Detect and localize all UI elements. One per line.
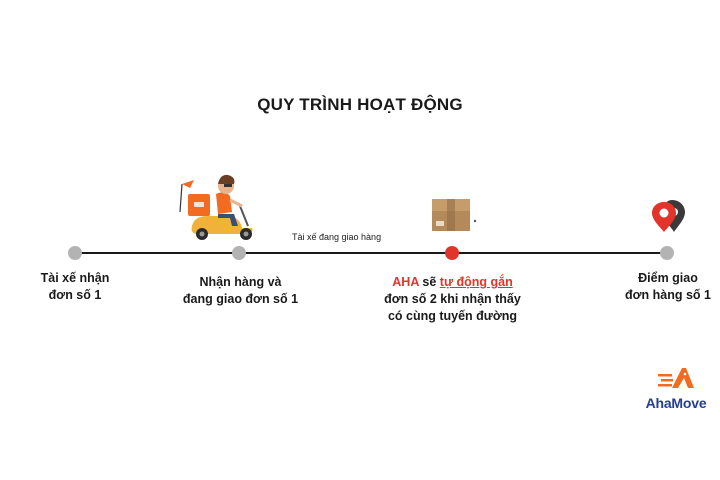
timeline-mid-label: Tài xế đang giao hàng — [292, 232, 382, 242]
step-2-label: Nhận hàng và đang giao đơn số 1 — [168, 274, 313, 308]
step-4-label: Điểm giao đơn hàng số 1 — [616, 270, 720, 304]
timeline-line — [75, 252, 667, 254]
timeline-node-2 — [232, 246, 246, 260]
step-1-line1: Tài xế nhận — [40, 271, 110, 285]
step-2-line2: đang giao đơn số 1 — [182, 292, 299, 306]
step-3-verb: sẽ — [422, 275, 437, 289]
ahamove-mascot-icon — [658, 368, 694, 388]
auto-attach-text: tự động gắn — [439, 275, 513, 289]
timeline-node-4 — [660, 246, 674, 260]
step-3-line2: đơn số 2 khi nhận thấy — [384, 292, 521, 306]
page-title: QUY TRÌNH HOẠT ĐỘNG — [257, 95, 463, 114]
step-3-line3: có cùng tuyến đường — [387, 309, 518, 323]
package-box-icon — [432, 199, 477, 231]
ahamove-logo: AhaMove — [636, 366, 716, 411]
timeline-node-3 — [445, 246, 459, 260]
aha-brand-text: AHA — [392, 275, 419, 289]
step-3-label: AHA sẽ tự động gắn đơn số 2 khi nhận thấ… — [370, 274, 535, 325]
step-1-label: Tài xế nhận đơn số 1 — [25, 270, 125, 304]
step-2-line1: Nhận hàng và — [199, 275, 282, 289]
delivery-scooter-icon — [179, 174, 253, 240]
step-4-line2: đơn hàng số 1 — [625, 288, 711, 302]
step-3-line1: AHA sẽ tự động gắn — [370, 274, 535, 291]
location-pin-icon — [652, 200, 685, 232]
step-4-line1: Điểm giao — [638, 271, 698, 285]
timeline-node-1 — [68, 246, 82, 260]
step-1-line2: đơn số 1 — [48, 288, 102, 302]
ahamove-logo-text: AhaMove — [645, 395, 707, 411]
